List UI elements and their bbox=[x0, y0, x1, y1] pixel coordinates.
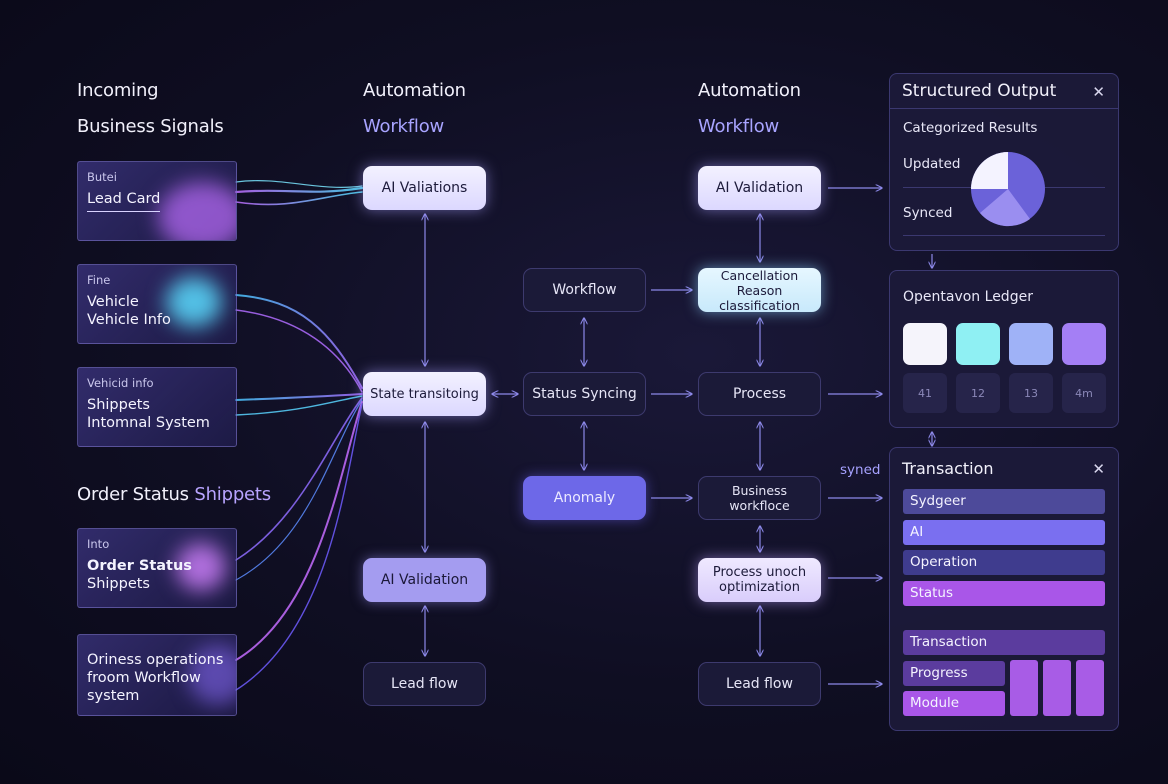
transaction-column bbox=[1010, 660, 1038, 716]
ledger-panel: Opentavon Ledger 41 12 13 4m bbox=[889, 270, 1119, 428]
col3-header-line2: Workflow bbox=[698, 116, 780, 137]
ledger-cell[interactable]: 4m bbox=[1062, 373, 1106, 413]
close-icon[interactable]: ✕ bbox=[1092, 460, 1105, 478]
panel-title: Transaction bbox=[902, 459, 994, 478]
panel-title: Opentavon Ledger bbox=[903, 289, 1033, 305]
source-card-operations[interactable]: Oriness operations froom Workflow system bbox=[77, 634, 237, 716]
transaction-bar[interactable]: Progress bbox=[903, 661, 1005, 686]
synced-label: Synced bbox=[903, 205, 953, 221]
col1-header-line2: Business Signals bbox=[77, 116, 224, 137]
signal-stream bbox=[235, 403, 363, 691]
transaction-column bbox=[1043, 660, 1071, 716]
signal-stream bbox=[234, 186, 364, 194]
source-body: Lead Card bbox=[87, 190, 161, 212]
node-process[interactable]: Process bbox=[698, 372, 821, 416]
source-card-shippets[interactable]: Vehicid info Shippets Intomnal System bbox=[77, 367, 237, 447]
source-tag: Vehicid info bbox=[87, 376, 154, 390]
pie-slice-secondary bbox=[980, 189, 1030, 227]
close-icon[interactable]: ✕ bbox=[1092, 83, 1105, 101]
transaction-bar[interactable]: AI bbox=[903, 520, 1105, 545]
transaction-bar[interactable]: Sydgeer bbox=[903, 489, 1105, 514]
pie-chart bbox=[971, 152, 1045, 227]
signal-stream bbox=[235, 397, 363, 561]
col2-header-line1: Automation bbox=[363, 80, 466, 101]
ledger-swatch[interactable] bbox=[1062, 323, 1106, 365]
source-tag: Into bbox=[87, 537, 110, 551]
signal-stream bbox=[235, 399, 363, 581]
col1-header-line1: Incoming bbox=[77, 80, 159, 101]
ledger-swatch[interactable] bbox=[956, 323, 1000, 365]
ledger-cell[interactable]: 12 bbox=[956, 373, 1000, 413]
ledger-cell[interactable]: 13 bbox=[1009, 373, 1053, 413]
node-state-transitioning[interactable]: State transitoing bbox=[363, 372, 486, 416]
row-divider bbox=[903, 235, 1105, 236]
signal-stream bbox=[235, 180, 363, 188]
source-card-lead[interactable]: Butei Lead Card bbox=[77, 161, 237, 241]
signal-stream bbox=[235, 294, 363, 389]
signal-stream bbox=[235, 393, 363, 401]
source-body: Shippets Intomnal System bbox=[87, 397, 210, 431]
updated-label: Updated bbox=[903, 156, 961, 172]
signal-stream bbox=[235, 191, 363, 206]
node-process-optimization[interactable]: Process unoch optimization bbox=[698, 558, 821, 602]
node-status-syncing[interactable]: Status Syncing bbox=[523, 372, 646, 416]
node-lead-flow-left[interactable]: Lead flow bbox=[363, 662, 486, 706]
source-tag: Butei bbox=[87, 170, 117, 184]
node-ai-valiations[interactable]: AI Valiations bbox=[363, 166, 486, 210]
transaction-bar[interactable]: Module bbox=[903, 691, 1005, 716]
col2-header-line2: Workflow bbox=[363, 116, 445, 137]
ledger-swatch[interactable] bbox=[903, 323, 947, 365]
structured-output-panel: Structured Output ✕ Categorized Results … bbox=[889, 73, 1119, 251]
source-body: Vehicle Vehicle Info bbox=[87, 294, 171, 328]
node-business-workflow[interactable]: Business workfloce bbox=[698, 476, 821, 520]
panel-title: Structured Output bbox=[902, 81, 1057, 101]
pie-slice-highlight bbox=[971, 152, 1008, 189]
node-lead-flow-right[interactable]: Lead flow bbox=[698, 662, 821, 706]
signal-stream bbox=[235, 395, 363, 416]
transaction-column bbox=[1076, 660, 1104, 716]
node-cancellation-classification[interactable]: Cancellation Reason classification bbox=[698, 268, 821, 313]
source-card-vehicle[interactable]: Fine Vehicle Vehicle Info bbox=[77, 264, 237, 344]
node-ai-validation-right[interactable]: AI Validation bbox=[698, 166, 821, 210]
transaction-bar[interactable]: Status bbox=[903, 581, 1105, 606]
node-anomaly[interactable]: Anomaly bbox=[523, 476, 646, 520]
panel-subtitle: Categorized Results bbox=[903, 120, 1038, 136]
node-ai-validation-left[interactable]: AI Validation bbox=[363, 558, 486, 602]
signal-stream bbox=[235, 401, 363, 661]
panel-divider bbox=[890, 108, 1118, 109]
source-tag: Fine bbox=[87, 273, 111, 287]
col3-header-line1: Automation bbox=[698, 80, 801, 101]
node-workflow[interactable]: Workflow bbox=[523, 268, 646, 312]
synced-label: syned bbox=[840, 462, 881, 478]
source-body: Oriness operations froom Workflow system bbox=[87, 652, 224, 704]
transaction-bar[interactable]: Operation bbox=[903, 550, 1105, 575]
order-status-header: Order Status Shippets bbox=[77, 484, 271, 505]
transaction-bar[interactable]: Transaction bbox=[903, 630, 1105, 655]
ledger-swatch[interactable] bbox=[1009, 323, 1053, 365]
ledger-cell[interactable]: 41 bbox=[903, 373, 947, 413]
signal-stream bbox=[235, 309, 363, 393]
